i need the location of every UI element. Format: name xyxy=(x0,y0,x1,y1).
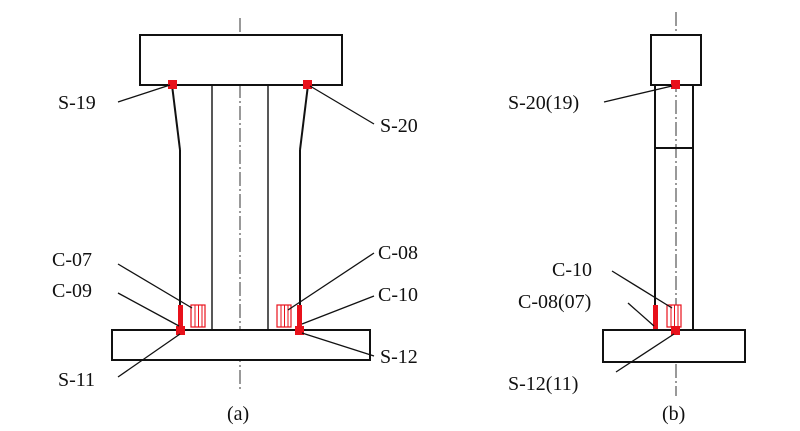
panel-a: S-19 S-20 C-07 C-09 C-08 C-10 S-11 S-12 … xyxy=(52,18,418,425)
panel-b-cap-beam xyxy=(650,34,702,86)
sensor-c07-c09-gauges xyxy=(178,304,206,329)
leader-s20-19 xyxy=(603,85,673,103)
sensor-s20-marker xyxy=(303,80,312,89)
leader-c10 xyxy=(301,295,375,325)
panel-b-column xyxy=(654,85,694,330)
label-c08-07: C-08(07) xyxy=(518,291,591,313)
label-c10: C-10 xyxy=(378,284,418,306)
sensor-c08-c10-gauges xyxy=(276,304,302,329)
label-c09: C-09 xyxy=(52,280,92,302)
leader-s20 xyxy=(309,85,375,125)
leader-s11 xyxy=(117,333,181,378)
label-s20-19: S-20(19) xyxy=(508,92,579,114)
panel-b-caption: (b) xyxy=(662,403,685,425)
panel-a-right-column xyxy=(267,84,309,330)
panel-b-footing xyxy=(602,329,746,363)
leader-s12 xyxy=(301,332,375,357)
panel-a-cap-beam xyxy=(139,34,343,86)
panel-a-left-column xyxy=(171,84,213,330)
label-c08: C-08 xyxy=(378,242,418,264)
label-s19: S-19 xyxy=(58,92,96,114)
label-c07: C-07 xyxy=(52,249,92,271)
label-c10-side: C-10 xyxy=(552,259,592,281)
sensor-s11-marker xyxy=(176,326,185,335)
label-s12-11: S-12(11) xyxy=(508,373,578,395)
panel-a-footing xyxy=(111,329,371,361)
sensor-s19-marker xyxy=(168,80,177,89)
leader-c07 xyxy=(117,263,193,309)
label-s12: S-12 xyxy=(380,346,418,368)
leader-c09 xyxy=(117,292,180,327)
label-s20: S-20 xyxy=(380,115,418,137)
leader-c10-side xyxy=(611,270,673,309)
leader-s19 xyxy=(117,84,171,103)
sensor-s12-marker xyxy=(295,326,304,335)
panel-a-caption: (a) xyxy=(227,403,249,425)
label-s11: S-11 xyxy=(58,369,95,391)
leader-c08-07-side xyxy=(627,302,655,327)
sensor-s20-19-marker xyxy=(671,80,680,89)
sensor-c08-c10-gauges-side xyxy=(653,304,682,329)
leader-c08 xyxy=(287,252,375,311)
sensor-s12-11-marker xyxy=(671,326,680,335)
leader-s12-11 xyxy=(615,333,675,373)
panel-b: S-20(19) C-10 C-08(07) S-12(11) (b) xyxy=(508,12,746,425)
